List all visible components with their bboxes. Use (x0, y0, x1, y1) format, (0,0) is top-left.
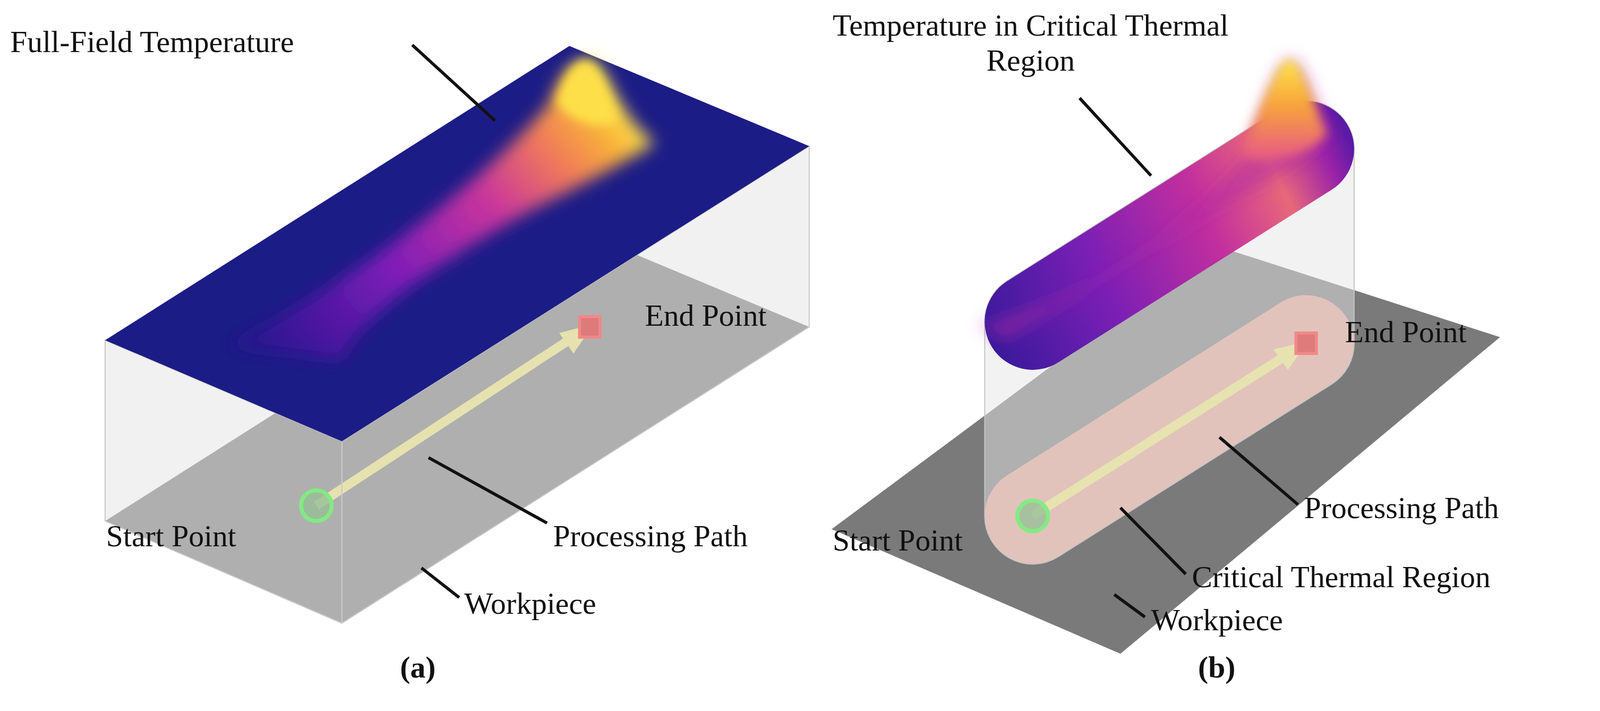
temperature-peak (555, 61, 619, 125)
callout-label: Start Point (832, 522, 963, 558)
leader-lines (412, 45, 1298, 618)
callout-label: Workpiece (464, 585, 596, 621)
callout-label: Processing Path (553, 518, 749, 554)
leader-line (1079, 98, 1152, 176)
panel-label: (a) (399, 649, 436, 684)
callout-label: Processing Path (1304, 490, 1500, 525)
leader-line (1120, 507, 1186, 574)
critical-region-wall (984, 100, 1355, 564)
callout-label: Workpiece (1151, 602, 1283, 637)
leader-line (428, 457, 547, 523)
temperature-peak (1239, 58, 1327, 160)
callout-label: Critical Thermal Region (1191, 559, 1491, 594)
callout-label: End Point (644, 297, 767, 333)
callout-label: Temperature in Critical Thermal Region (816, 7, 1245, 78)
temperature-surface (105, 46, 810, 442)
leader-line (1219, 437, 1298, 505)
panel-label: (b) (1198, 649, 1236, 684)
callout-label: Start Point (106, 518, 237, 554)
callout-label: End Point (1345, 314, 1467, 349)
leader-line (1114, 594, 1145, 617)
temperature-ridge (979, 58, 1329, 339)
workpiece-a (105, 46, 810, 623)
leader-line (412, 45, 495, 121)
temperature-ridge (229, 59, 655, 360)
callout-label: Full-Field Temperature (10, 24, 294, 59)
workpiece-b (831, 58, 1501, 654)
leader-line (421, 567, 460, 598)
